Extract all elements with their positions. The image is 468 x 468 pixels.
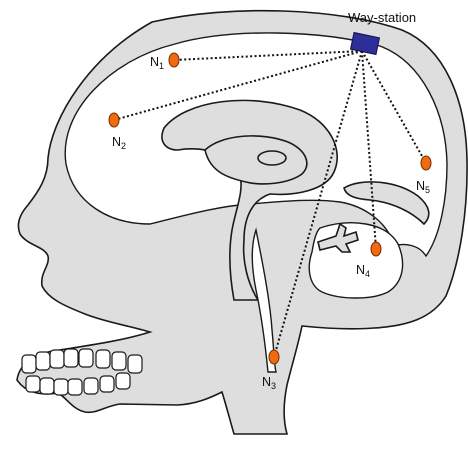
lower-tooth	[100, 376, 114, 392]
lower-tooth	[26, 376, 40, 392]
node-n3	[269, 350, 279, 364]
upper-tooth	[128, 355, 142, 373]
thalamus-core	[258, 151, 286, 165]
node-n4	[371, 242, 381, 256]
node-n5	[421, 156, 431, 170]
lower-tooth	[116, 373, 130, 389]
head-illustration	[17, 11, 467, 434]
upper-tooth	[112, 352, 126, 370]
lower-tooth	[54, 379, 68, 395]
upper-tooth	[22, 355, 36, 373]
upper-tooth	[50, 350, 64, 368]
lower-tooth	[40, 378, 54, 394]
lower-tooth	[84, 378, 98, 394]
node-n2	[109, 113, 119, 127]
lower-tooth	[68, 379, 82, 395]
upper-tooth	[96, 350, 110, 368]
upper-tooth	[79, 349, 93, 367]
upper-tooth	[64, 349, 78, 367]
upper-tooth	[36, 352, 50, 370]
node-n1	[169, 53, 179, 67]
way-station-label: Way-station	[348, 10, 416, 25]
